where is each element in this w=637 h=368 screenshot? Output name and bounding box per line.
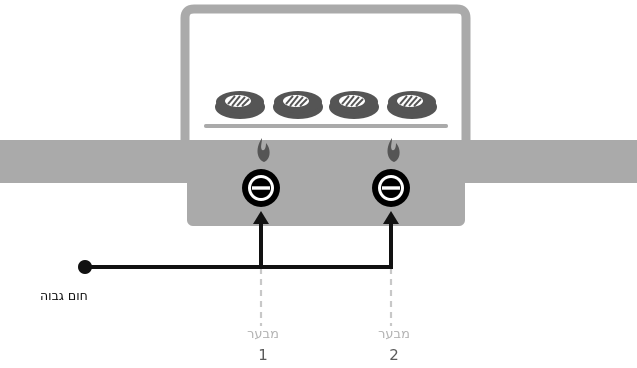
high-heat-label: חום גבוה bbox=[40, 288, 88, 303]
burner-2-name: מבער bbox=[378, 327, 410, 342]
steak-icon bbox=[273, 91, 323, 119]
flame-icon bbox=[257, 138, 270, 162]
flame-icon bbox=[387, 138, 400, 162]
steak-icon bbox=[387, 91, 437, 119]
connector bbox=[78, 211, 399, 274]
burner-1-number: 1 bbox=[258, 346, 268, 364]
knob-2 bbox=[372, 169, 410, 207]
grill-housing bbox=[187, 170, 465, 226]
steak-icon bbox=[329, 91, 379, 119]
burner-1-name: מבער bbox=[247, 327, 279, 342]
grill-lid bbox=[180, 4, 471, 142]
steak-icon bbox=[215, 91, 265, 119]
knob-1 bbox=[242, 169, 280, 207]
steaks bbox=[215, 91, 437, 119]
connector-dot bbox=[78, 260, 92, 274]
burner-2-number: 2 bbox=[389, 346, 399, 364]
